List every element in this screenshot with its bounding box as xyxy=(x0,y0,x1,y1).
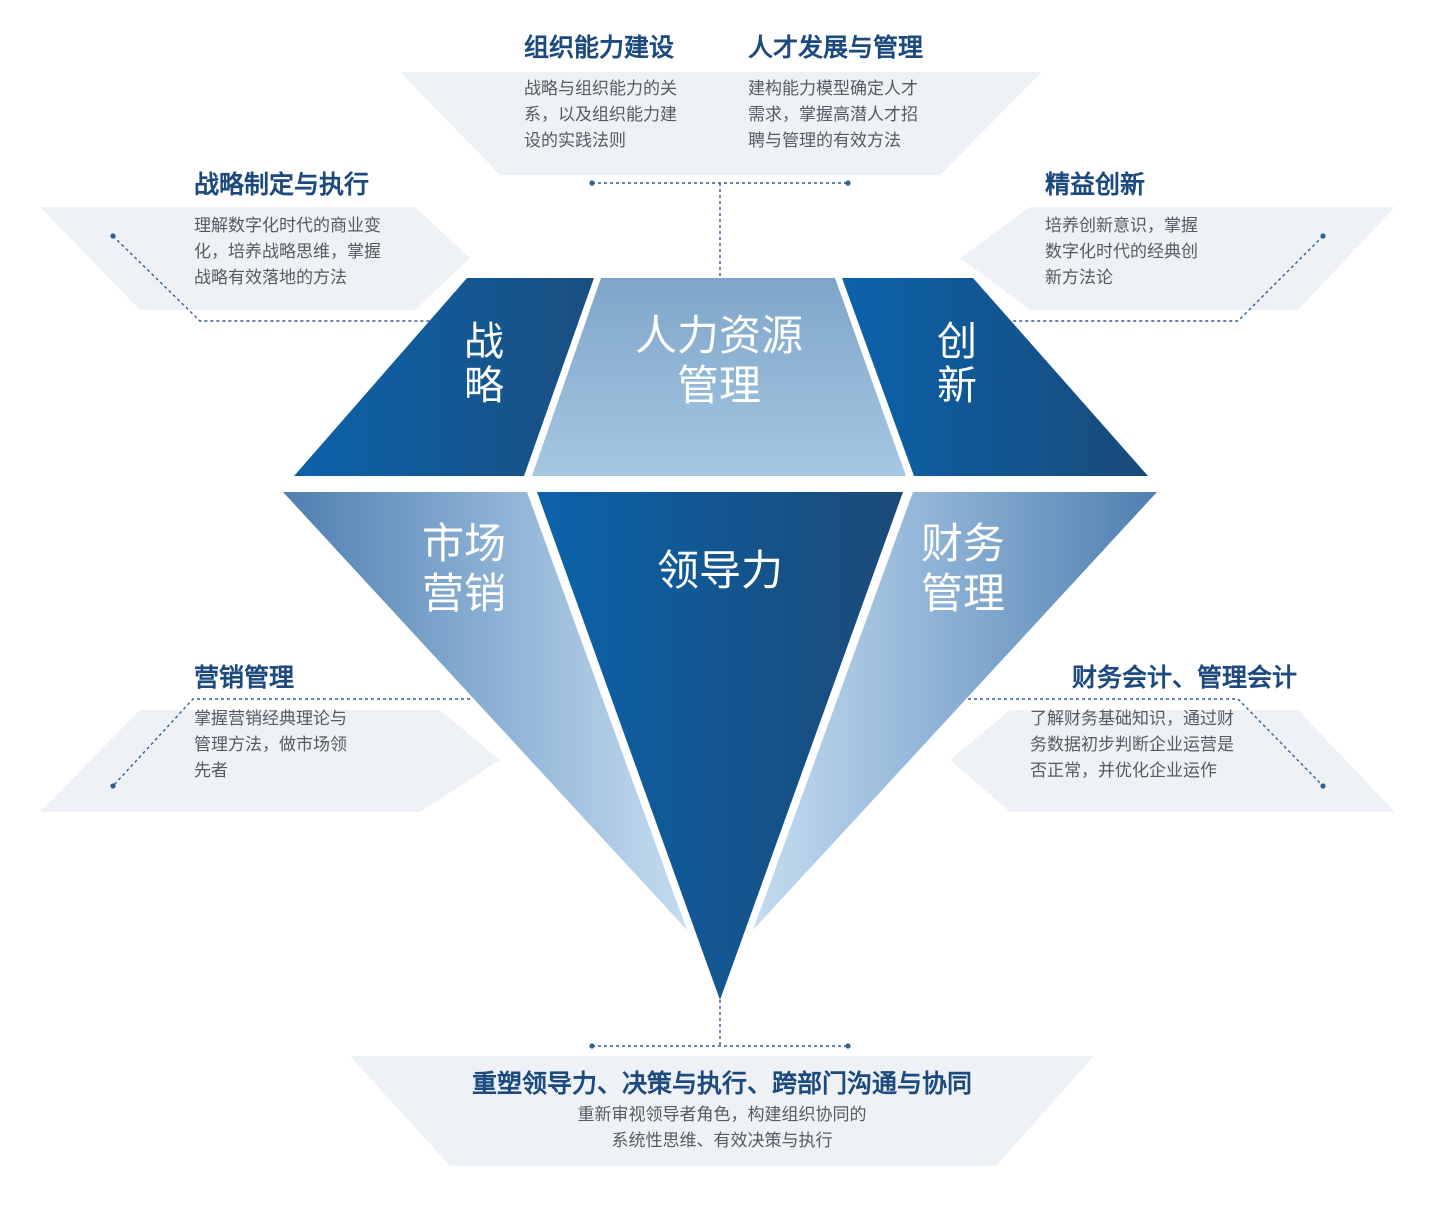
block-title: 精益创新 xyxy=(1045,171,1146,199)
block-title: 营销管理 xyxy=(194,664,295,692)
block-text: 建构能力模型确定人才需求，掌握高潜人才招聘与管理的有效方法 xyxy=(748,79,918,150)
facet-label-strategy: 战略 xyxy=(464,319,504,409)
facet-label-line: 领导力 xyxy=(657,546,783,595)
background-panels xyxy=(40,72,1395,1166)
facet-labels: 战略 人力资源管理 创新 市场营销 领导力 财务管理 xyxy=(422,311,1005,618)
block-text: 重新审视领导者角色，构建组织协同的系统性思维、有效决策与执行 xyxy=(577,1105,867,1150)
block-text: 培养创新意识，掌握数字化时代的经典创新方法论 xyxy=(1045,216,1198,287)
block-title: 财务会计、管理会计 xyxy=(1072,664,1298,692)
panel-finance xyxy=(950,710,1395,812)
facet-label-line: 财务 xyxy=(921,519,1005,568)
facet-label-finance: 财务管理 xyxy=(921,519,1005,618)
facet-label-leadership: 领导力 xyxy=(657,546,783,595)
facet-hr xyxy=(532,278,906,476)
facet-finance xyxy=(753,492,1157,930)
panel-strategy-exec xyxy=(40,207,470,310)
facet-label-line: 营销 xyxy=(422,569,506,618)
facet-label-hr: 人力资源管理 xyxy=(635,311,803,410)
block-title: 战略制定与执行 xyxy=(194,171,370,199)
connector-lines xyxy=(112,182,1324,1047)
block-text: 掌握营销经典理论与管理方法，做市场领先者 xyxy=(194,709,347,780)
block-talent: 人才发展与管理 建构能力模型确定人才需求，掌握高潜人才招聘与管理的有效方法 xyxy=(748,32,948,154)
block-text: 理解数字化时代的商业变化，培养战略思维，掌握战略有效落地的方法 xyxy=(194,216,381,287)
facet-marketing xyxy=(283,492,687,930)
facet-label-line: 新 xyxy=(937,363,977,409)
facet-label-line: 管理 xyxy=(677,361,761,410)
facet-label-line: 人力资源 xyxy=(635,311,803,360)
facet-innovation xyxy=(842,278,1148,476)
panel-lean-innovation xyxy=(960,207,1395,310)
panel-top xyxy=(400,72,1042,175)
block-title: 重塑领导力、决策与执行、跨部门沟通与协同 xyxy=(471,1070,972,1098)
block-text: 了解财务基础知识，通过财务数据初步判断企业运营是否正常，并优化企业运作 xyxy=(1030,709,1234,780)
facet-strategy xyxy=(294,278,594,476)
facet-leadership xyxy=(537,492,903,1000)
block-strategy-exec: 战略制定与执行 理解数字化时代的商业变化，培养战略思维，掌握战略有效落地的方法 xyxy=(194,169,414,291)
panel-marketing xyxy=(40,710,500,812)
facet-label-line: 市场 xyxy=(422,519,506,568)
block-lean-innovation: 精益创新 培养创新意识，掌握数字化时代的经典创新方法论 xyxy=(1045,169,1245,291)
facet-label-line: 略 xyxy=(464,363,504,409)
block-title: 人才发展与管理 xyxy=(748,34,924,62)
connector-dots xyxy=(110,180,1326,1049)
block-title: 组织能力建设 xyxy=(524,34,675,62)
block-leadership: 重塑领导力、决策与执行、跨部门沟通与协同 重新审视领导者角色，构建组织协同的系统… xyxy=(420,1068,1024,1154)
panel-bottom xyxy=(350,1056,1094,1166)
facet-label-innovation: 创新 xyxy=(937,319,977,409)
block-marketing-mgmt: 营销管理 掌握营销经典理论与管理方法，做市场领先者 xyxy=(194,662,394,784)
facet-label-line: 管理 xyxy=(921,569,1005,618)
facet-label-line: 创 xyxy=(937,319,977,365)
facet-label-line: 战 xyxy=(464,319,504,365)
facet-label-marketing: 市场营销 xyxy=(422,519,506,618)
block-org-capability: 组织能力建设 战略与组织能力的关系，以及组织能力建设的实践法则 xyxy=(524,32,704,154)
block-text: 战略与组织能力的关系，以及组织能力建设的实践法则 xyxy=(524,79,677,150)
block-finance-acct: 财务会计、管理会计 了解财务基础知识，通过财务数据初步判断企业运营是否正常，并优… xyxy=(1030,662,1310,784)
